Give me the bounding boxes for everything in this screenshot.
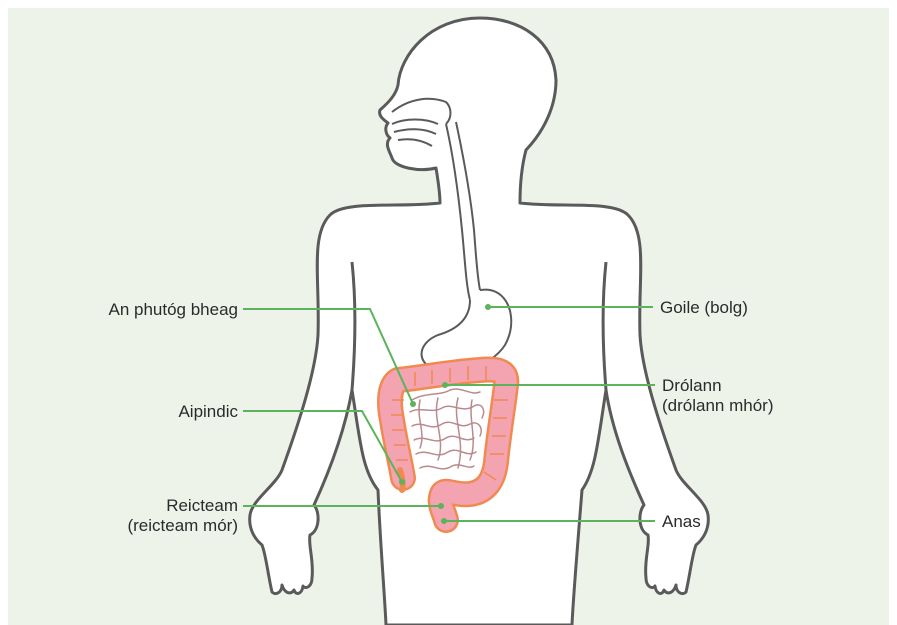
dot-small-intestine	[410, 401, 416, 407]
label-anus-text: Anas	[662, 512, 701, 532]
label-anus: Anas	[662, 512, 701, 532]
label-stomach: Goile (bolg)	[660, 298, 748, 318]
dot-colon	[442, 382, 448, 388]
dot-stomach	[485, 304, 491, 310]
label-small-intestine-text: An phutóg bheag	[108, 300, 238, 320]
label-stomach-text: Goile (bolg)	[660, 298, 748, 318]
dot-rectum	[438, 503, 444, 509]
label-colon-line2: (drólann mhór)	[662, 396, 774, 416]
label-small-intestine: An phutóg bheag	[108, 300, 238, 320]
dot-anus	[441, 518, 447, 524]
dot-appendix	[399, 479, 405, 485]
label-rectum-line2: (reicteam mór)	[127, 516, 238, 536]
label-rectum-line1: Reicteam	[127, 496, 238, 516]
label-rectum: Reicteam (reicteam mór)	[127, 496, 238, 536]
label-colon: Drólann (drólann mhór)	[662, 376, 774, 416]
label-colon-line1: Drólann	[662, 376, 774, 396]
label-appendix: Aipindic	[178, 402, 238, 422]
label-appendix-text: Aipindic	[178, 402, 238, 422]
